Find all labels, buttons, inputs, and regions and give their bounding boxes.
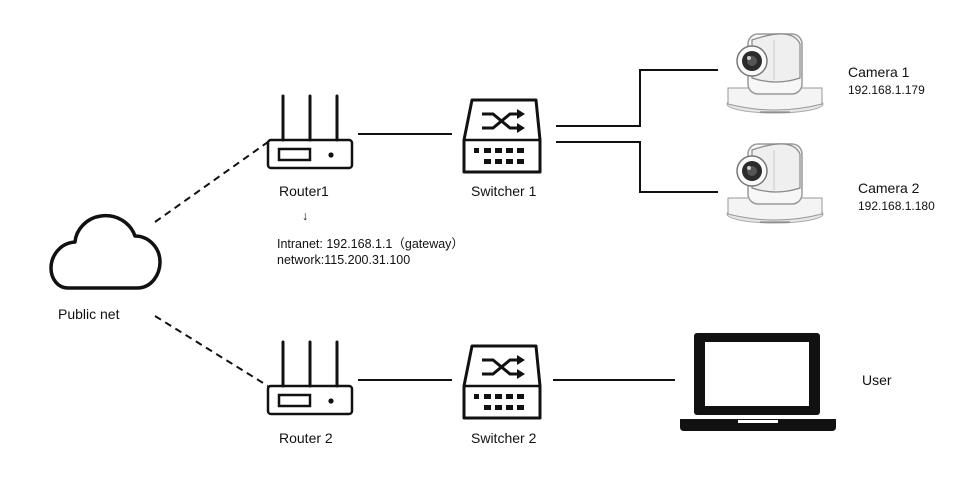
camera2-ip: 192.168.1.180 xyxy=(858,199,935,213)
cloud-icon xyxy=(49,213,162,290)
laptop-icon xyxy=(680,333,836,431)
router1-icon xyxy=(266,94,354,170)
router1-intranet: Intranet: 192.168.1.1（gateway） xyxy=(277,237,464,251)
camera2-icon xyxy=(726,143,824,224)
public-net-label: Public net xyxy=(58,306,120,322)
link-cloud-router2 xyxy=(154,315,269,387)
user-label: User xyxy=(862,372,892,388)
switcher2-label: Switcher 2 xyxy=(471,430,537,446)
link-cloud-router1 xyxy=(154,141,269,223)
camera1-icon xyxy=(726,33,824,114)
link-switcher1-camera1 xyxy=(556,69,718,127)
camera1-ip: 192.168.1.179 xyxy=(848,83,925,97)
router1-label: Router1 xyxy=(279,183,329,199)
camera2-label: Camera 2 xyxy=(858,180,920,196)
switcher2-icon xyxy=(462,344,542,420)
router1-network: network:115.200.31.100 xyxy=(277,253,411,267)
router2-label: Router 2 xyxy=(279,430,333,446)
switcher1-icon xyxy=(462,98,542,174)
camera1-label: Camera 1 xyxy=(848,64,910,80)
router1-arrow: ↓ xyxy=(302,209,309,223)
link-switcher1-camera2 xyxy=(556,141,718,193)
router2-icon xyxy=(266,340,354,416)
switcher1-label: Switcher 1 xyxy=(471,183,537,199)
